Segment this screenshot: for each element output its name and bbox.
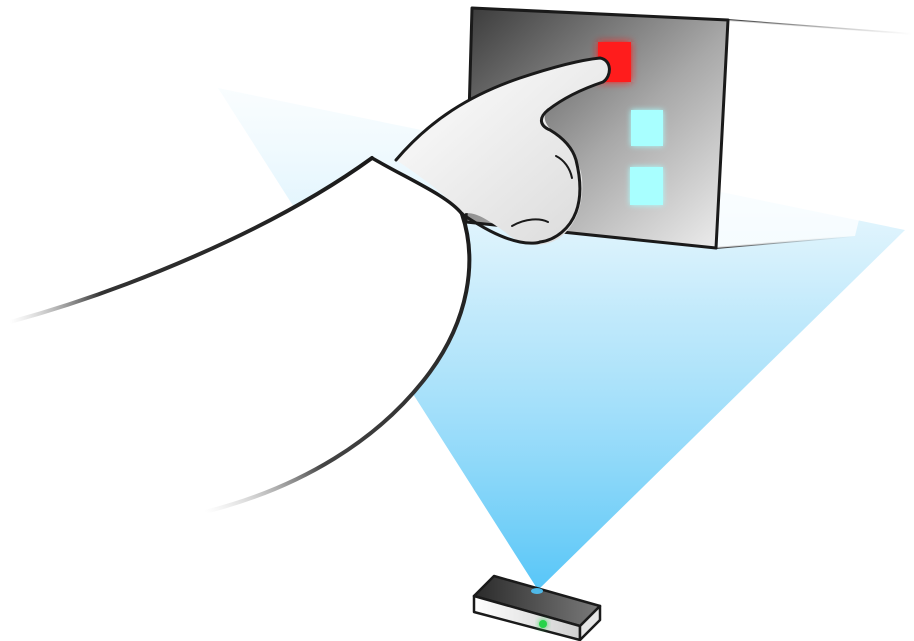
idle-button-icon[interactable] [630, 167, 663, 205]
sensor-led-icon [539, 620, 547, 628]
idle-button-icon[interactable] [631, 110, 663, 146]
